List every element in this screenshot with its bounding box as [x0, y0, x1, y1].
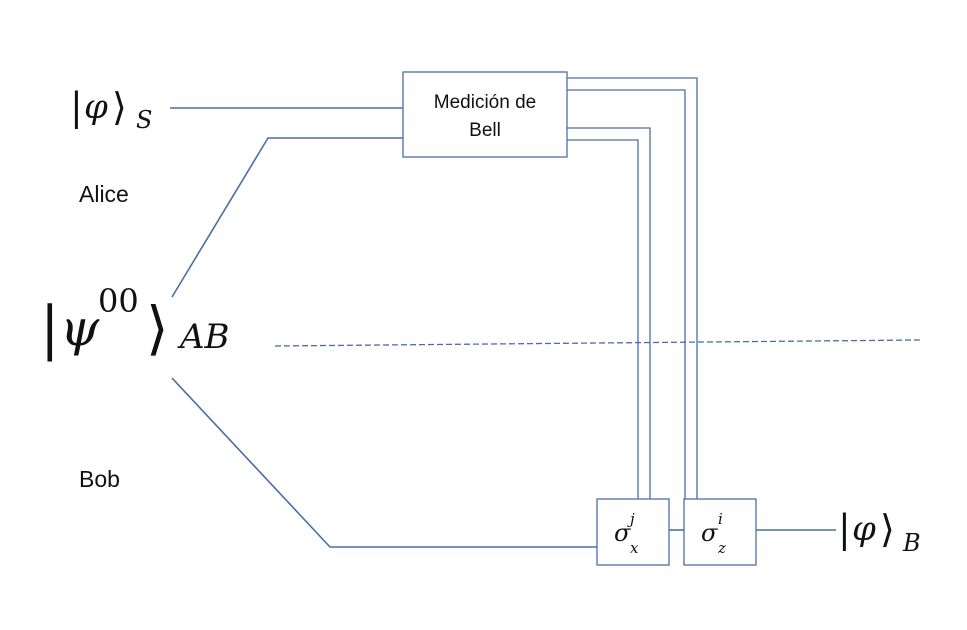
bell-pair-ket-subscript: AB [177, 317, 230, 357]
bell-pair-ket-superscript: 00 [98, 282, 139, 320]
alice-entangled-wire [171, 137, 403, 298]
sigma-x-gate [596, 498, 670, 566]
input-ket-symbol: φ [84, 87, 108, 127]
bell-measurement-label-line2: Bell [469, 120, 501, 141]
sigma-x-subscript: x [630, 539, 639, 557]
bell-pair-ket-symbol: ψ [60, 299, 100, 357]
input-ket-close: ⟩ [112, 85, 127, 129]
output-ket-close: ⟩ [880, 507, 895, 551]
classical-channel-x-outer [567, 127, 651, 499]
sigma-z-subscript: z [717, 539, 726, 557]
input-ket-open: | [70, 85, 83, 129]
output-ket-subscript: B [902, 529, 921, 557]
sigma-z-gate [683, 498, 757, 566]
classical-channel-z-inner [567, 89, 686, 499]
classical-channel-z-outer [567, 77, 698, 499]
bell-pair-ket-open: | [40, 294, 60, 362]
bell-measurement-label-line1: Medición de [434, 92, 536, 113]
bell-pair-ket-close: ⟩ [146, 294, 169, 362]
alice-bob-separator [274, 339, 921, 347]
sigma-x-superscript: j [627, 510, 635, 528]
sigma-x-label: σ j x [614, 510, 639, 557]
bob-label: Bob [79, 466, 120, 492]
bob-entangled-wire [171, 377, 597, 548]
classical-channel-x-inner [567, 139, 639, 499]
sigma-z-label: σ i z [701, 510, 727, 557]
input-ket: | φ ⟩ S [70, 85, 152, 134]
sigma-z-symbol: σ [701, 519, 718, 547]
output-ket: | φ ⟩ B [838, 507, 921, 557]
input-ket-subscript: S [136, 106, 152, 134]
output-ket-open: | [838, 507, 851, 551]
sigma-z-superscript: i [718, 510, 723, 528]
output-ket-symbol: φ [852, 509, 876, 549]
sigma-x-symbol: σ [614, 519, 631, 547]
bell-measurement-box [402, 71, 568, 158]
bell-pair-ket: | ψ 00 ⟩ AB [40, 282, 230, 362]
alice-label: Alice [79, 181, 129, 207]
